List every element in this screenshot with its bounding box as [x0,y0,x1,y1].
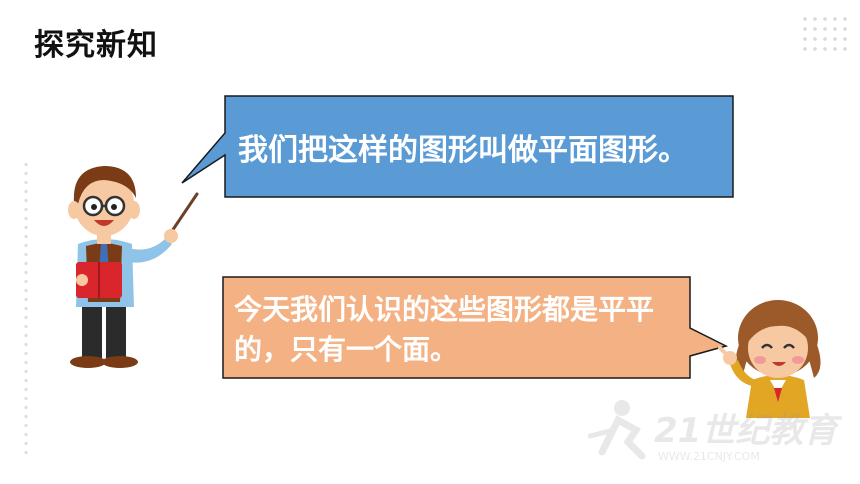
speech-bubble-teacher-shape [181,95,734,198]
watermark-logo-icon: 21世纪教育 WWW.21CNJY.COM [588,400,842,463]
svg-text:WWW.21CNJY.COM: WWW.21CNJY.COM [658,450,760,463]
speech-bubble-girl-shape [222,276,729,379]
svg-text:21世纪教育: 21世纪教育 [654,411,842,451]
decorative-dotted-line [24,160,28,460]
decorative-dot-grid [800,14,848,54]
speech-bubble-teacher-text: 我们把这样的图形叫做平面图形。 [238,133,688,168]
speech-bubble-girl-text: 今天我们认识的这些图形都是平平的，只有一个面。 [234,293,655,366]
girl-illustration [718,300,821,418]
speech-bubble-girl: 今天我们认识的这些图形都是平平的，只有一个面。 [222,276,729,380]
speech-bubble-teacher: 我们把这样的图形叫做平面图形。 [180,95,735,200]
teacher-illustration [68,166,199,368]
page-title: 探究新知 [34,28,158,63]
